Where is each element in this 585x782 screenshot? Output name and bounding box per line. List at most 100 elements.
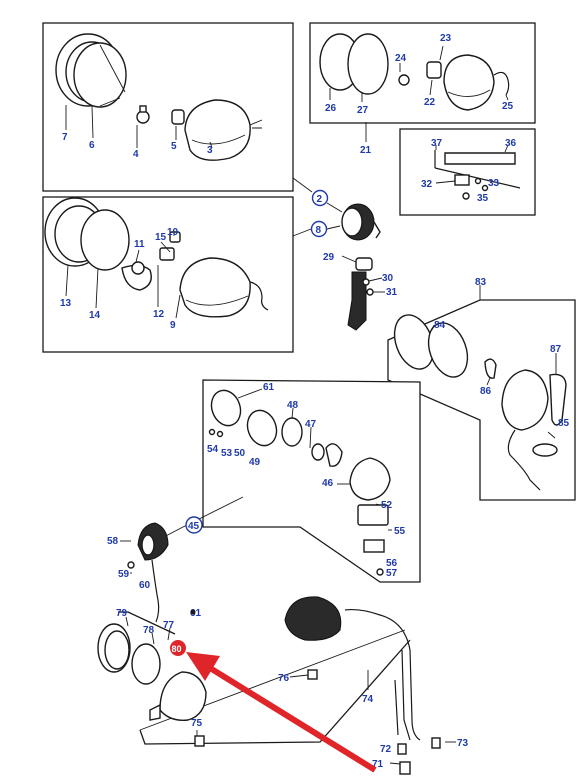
callout-29: 29 [323, 252, 335, 263]
callout-45: 45 [188, 521, 200, 532]
callout-21: 21 [360, 145, 372, 156]
callout-26: 26 [325, 103, 337, 114]
box-side-lamp: 61 48 47 54 53 50 49 46 52 55 56 57 [202, 379, 421, 583]
callout-35: 35 [477, 193, 489, 204]
lens-part-78 [131, 643, 161, 685]
callout-32: 32 [421, 179, 433, 190]
clip-part-76 [307, 669, 318, 680]
housing-part-46 [349, 457, 391, 501]
callout-12: 12 [153, 309, 165, 320]
socket-part-5 [171, 109, 185, 125]
lens-part-6 [73, 42, 127, 108]
highlight-arrow-head [186, 652, 220, 681]
callout-31: 31 [386, 287, 398, 298]
ring-part-49 [246, 409, 278, 447]
callout-84: 84 [434, 320, 446, 331]
socket-part-86 [484, 358, 497, 379]
callout-59: 59 [118, 569, 130, 580]
bulb-part-47 [311, 443, 325, 461]
highlight-label-80: 80 [172, 644, 182, 654]
tube-part-36 [444, 152, 516, 165]
callout-50: 50 [234, 448, 246, 459]
box-headlamp-c: 13 14 11 12 15 10 9 [42, 196, 294, 353]
callout-49: 49 [249, 457, 261, 468]
callout-10: 10 [167, 227, 179, 238]
clip-part-10 [169, 231, 181, 243]
callout-58: 58 [107, 536, 119, 547]
lamp-part-74 [284, 596, 342, 641]
callout-79: 79 [116, 608, 128, 619]
lens-part-27 [347, 33, 389, 95]
housing-part-25 [443, 54, 495, 111]
callout-circle-45 [185, 516, 203, 534]
callout-14: 14 [89, 310, 101, 321]
callout-61-lower: 61 [190, 608, 202, 619]
plate-part-55 [357, 504, 389, 526]
box-headlamp-a: 7 6 4 5 3 [42, 22, 294, 192]
callout-77: 77 [163, 620, 175, 631]
lens-part-14 [80, 209, 130, 271]
callout-86: 86 [480, 386, 492, 397]
callout-57: 57 [386, 568, 398, 579]
callout-8: 8 [316, 225, 322, 236]
callout-71: 71 [372, 759, 384, 770]
lens-part-84b [427, 322, 469, 378]
callout-72: 72 [380, 744, 392, 755]
bulb-part-4 [136, 110, 150, 124]
highlight-marker[interactable]: 80 [170, 640, 377, 773]
callout-2: 2 [317, 194, 323, 205]
callout-5: 5 [171, 141, 177, 152]
cover-part-87 [549, 373, 567, 426]
callout-15: 15 [155, 232, 167, 243]
callout-54: 54 [207, 444, 219, 455]
mount-bracket [347, 271, 367, 331]
gasket-part-48 [281, 417, 303, 447]
callout-76: 76 [278, 673, 290, 684]
housing-part-9 [179, 257, 251, 318]
callout-circle-8 [310, 220, 328, 238]
callout-27: 27 [357, 105, 369, 116]
callout-33: 33 [488, 178, 500, 189]
highlight-arrow-shaft [208, 665, 377, 773]
bottom-assembly: 79 78 77 61 76 74 75 73 72 71 [97, 596, 469, 775]
callout-4: 4 [133, 149, 139, 160]
callout-48: 48 [287, 400, 299, 411]
relay-part-71 [399, 761, 411, 775]
housing-part-85 [501, 369, 549, 431]
callout-22: 22 [424, 97, 436, 108]
highlight-circle-80 [170, 640, 186, 656]
bulb-part-24 [398, 74, 410, 86]
callout-53: 53 [221, 448, 233, 459]
callout-60: 60 [139, 580, 151, 591]
callout-24: 24 [395, 53, 407, 64]
bulb-part-75 [194, 735, 205, 747]
base-part-85b [532, 443, 558, 457]
socket-part-22 [426, 61, 442, 79]
box-headlamp-b: 26 27 24 22 23 25 21 [309, 22, 536, 156]
connector-part-72 [397, 743, 407, 755]
bracket-part-56 [363, 539, 385, 553]
callout-75: 75 [191, 718, 203, 729]
callout-37: 37 [431, 138, 443, 149]
connector-part-73 [431, 737, 441, 749]
callout-73: 73 [457, 738, 469, 749]
callout-25: 25 [502, 101, 514, 112]
rim-part-51 [210, 389, 242, 427]
callout-78: 78 [143, 625, 155, 636]
callout-61: 61 [263, 382, 275, 393]
box-small-parts: 37 36 32 33 35 [399, 128, 536, 216]
callout-36: 36 [505, 138, 517, 149]
callout-3: 3 [207, 145, 213, 156]
box-fog-lamp: 83 84 86 85 87 [387, 277, 576, 501]
callout-circle-2 [311, 189, 329, 207]
callout-6: 6 [89, 140, 95, 151]
callout-7: 7 [62, 132, 68, 143]
callout-74: 74 [362, 694, 374, 705]
callout-13: 13 [60, 298, 72, 309]
callout-56: 56 [386, 558, 398, 569]
socket-part-15 [159, 247, 175, 261]
housing-part-3 [184, 99, 251, 161]
bracket-part-29 [355, 257, 373, 271]
callout-46: 46 [322, 478, 334, 489]
